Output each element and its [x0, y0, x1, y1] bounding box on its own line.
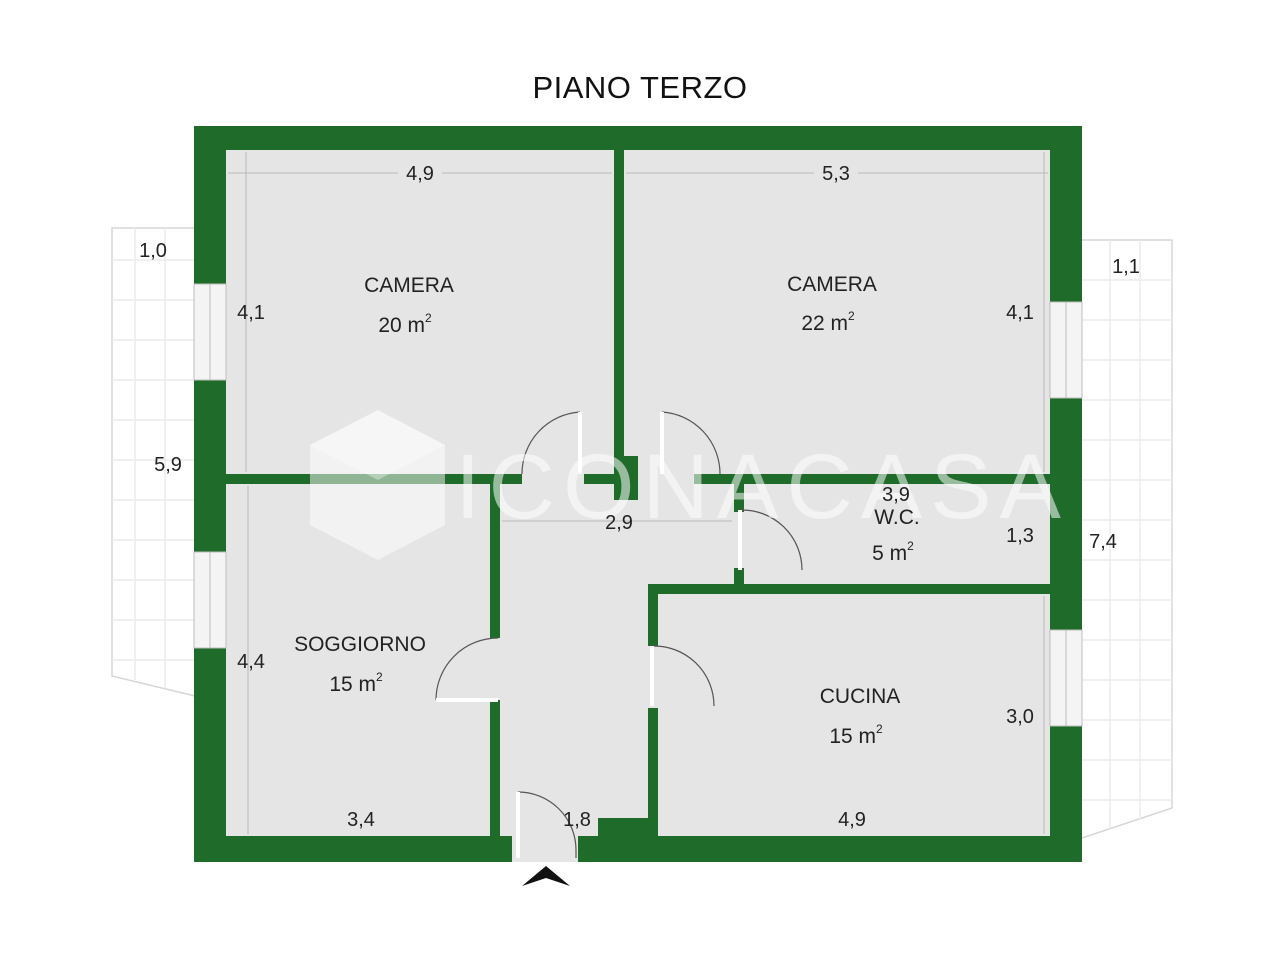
- room-wc: W.C. 5 m2: [872, 506, 920, 565]
- room-area: 20 m2: [378, 311, 432, 337]
- balcony-left: [111, 227, 196, 697]
- room-name: CUCINA: [820, 685, 901, 708]
- dim-camera-right-depth: 4,1: [1006, 302, 1034, 324]
- dim-soggiorno-depth: 4,4: [237, 651, 265, 673]
- dim-wc-depth: 1,3: [1006, 525, 1034, 547]
- entrance-arrow-icon: [522, 866, 570, 886]
- room-area: 22 m2: [801, 309, 855, 335]
- entrance-opening: [512, 836, 578, 862]
- dim-camera-right-width: 5,3: [822, 163, 850, 185]
- watermark: ICONACASA: [310, 410, 1069, 560]
- dim-soggiorno-width: 3,4: [347, 809, 375, 831]
- room-name: CAMERA: [364, 274, 454, 297]
- dim-balcony-right-length: 7,4: [1089, 531, 1117, 553]
- dim-camera-left-depth: 4,1: [237, 302, 265, 324]
- room-area: 15 m2: [329, 670, 383, 696]
- room-soggiorno: SOGGIORNO 15 m2: [294, 633, 426, 696]
- dim-entrance-width: 1,8: [563, 809, 591, 831]
- dim-balcony-left-depth: 1,0: [139, 240, 167, 262]
- dim-camera-left-width: 4,9: [406, 163, 434, 185]
- dim-wc-width: 3,9: [882, 484, 910, 506]
- plan-title: PIANO TERZO: [532, 70, 747, 105]
- dim-cucina-depth: 3,0: [1006, 706, 1034, 728]
- dimension-labels: 4,9 5,3 4,1 4,1 1,0 5,9 1,1 7,4 3,9 1,3 …: [139, 160, 1140, 831]
- balcony-right: [1081, 239, 1173, 839]
- dim-balcony-left-length: 5,9: [154, 454, 182, 476]
- room-name: W.C.: [874, 506, 920, 529]
- door-leaves: [436, 412, 742, 858]
- room-name: SOGGIORNO: [294, 633, 426, 656]
- watermark-text: ICONACASA: [455, 436, 1069, 538]
- room-camera-left: CAMERA 20 m2: [364, 274, 454, 337]
- dim-cucina-width: 4,9: [838, 809, 866, 831]
- room-area: 5 m2: [872, 539, 914, 565]
- dim-balcony-right-depth: 1,1: [1112, 256, 1140, 278]
- room-cucina: CUCINA 15 m2: [820, 685, 901, 748]
- room-area: 15 m2: [829, 722, 883, 748]
- windows: [193, 283, 1083, 727]
- room-name: CAMERA: [787, 273, 877, 296]
- dim-hall-width: 2,9: [605, 512, 633, 534]
- room-camera-right: CAMERA 22 m2: [787, 273, 877, 335]
